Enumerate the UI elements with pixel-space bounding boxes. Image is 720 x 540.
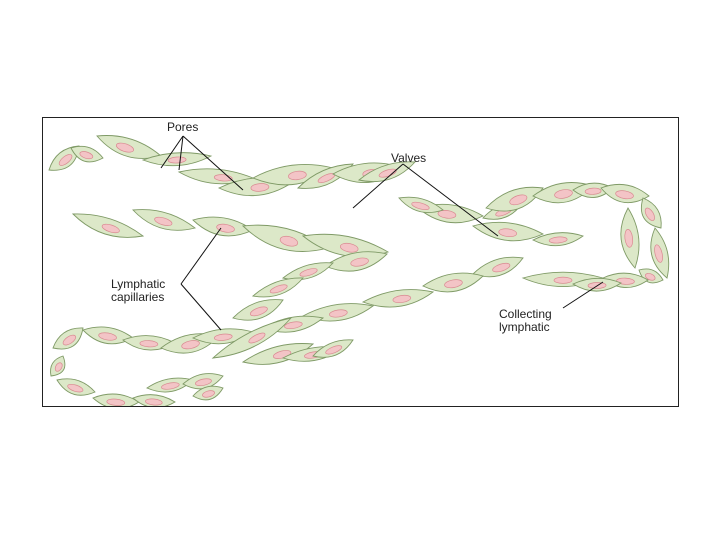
valves-label: Valves (391, 152, 426, 165)
diagram-art (43, 118, 678, 406)
lymphatic-vessel-diagram: Pores Valves Lymphatic capillaries Colle… (42, 117, 679, 407)
cell-nucleus (554, 277, 572, 283)
leader-line (181, 228, 221, 284)
leader-line (181, 284, 221, 330)
endothelial-cells (49, 136, 669, 406)
pores-label: Pores (167, 121, 198, 134)
collecting-lymphatic-label: Collecting lymphatic (499, 308, 552, 334)
lymphatic-capillaries-label: Lymphatic capillaries (111, 278, 165, 304)
